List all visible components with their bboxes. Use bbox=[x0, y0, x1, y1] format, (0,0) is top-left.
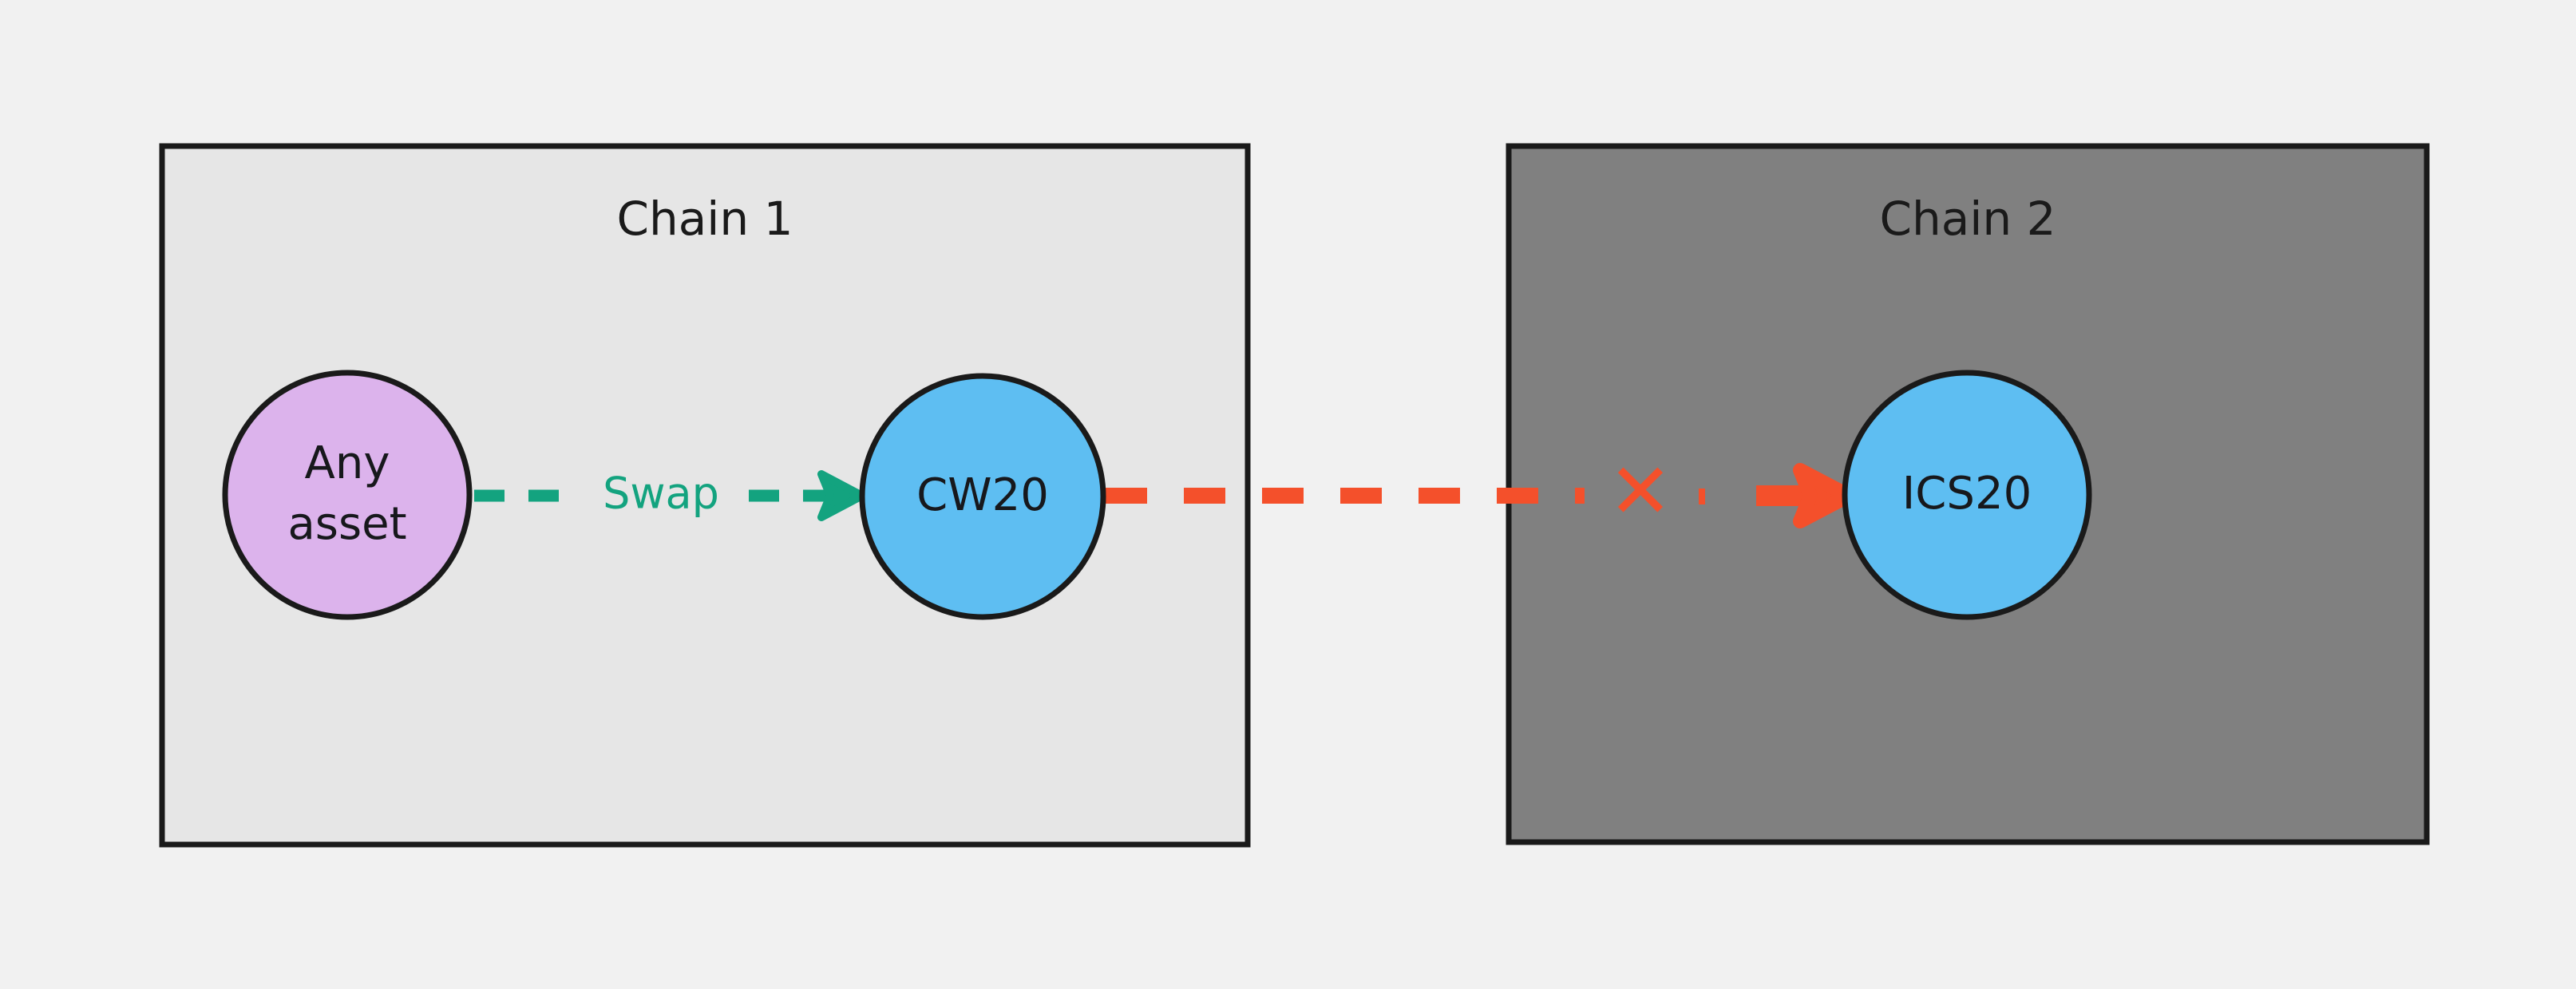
node-ics20[interactable]: ICS20 bbox=[1842, 370, 2092, 620]
node-cw20[interactable]: CW20 bbox=[859, 373, 1106, 620]
node-ics20-label: ICS20 bbox=[1902, 468, 2032, 520]
edge-bridge-arrowhead-icon bbox=[1793, 463, 1856, 528]
node-cw20-label: CW20 bbox=[916, 469, 1049, 521]
panel-chain-1-label: Chain 1 bbox=[616, 192, 793, 246]
node-cw20-circle bbox=[859, 373, 1106, 620]
node-any-asset-label-line2: asset bbox=[287, 498, 406, 550]
edge-bridge-blocked[interactable]: ✕ bbox=[1106, 446, 1856, 536]
edge-swap-label: Swap bbox=[603, 469, 719, 519]
node-any-asset-label-line1: Any bbox=[305, 437, 390, 489]
panel-chain-2-label: Chain 2 bbox=[1879, 192, 2056, 246]
edge-bridge-block-cross-icon: ✕ bbox=[1609, 446, 1672, 536]
node-any-asset-circle bbox=[222, 370, 473, 620]
node-ics20-circle bbox=[1842, 370, 2092, 620]
edge-swap[interactable]: Swap bbox=[474, 469, 866, 521]
edge-swap-arrowhead-icon bbox=[817, 470, 866, 521]
node-any-asset[interactable]: Any asset bbox=[222, 370, 473, 620]
